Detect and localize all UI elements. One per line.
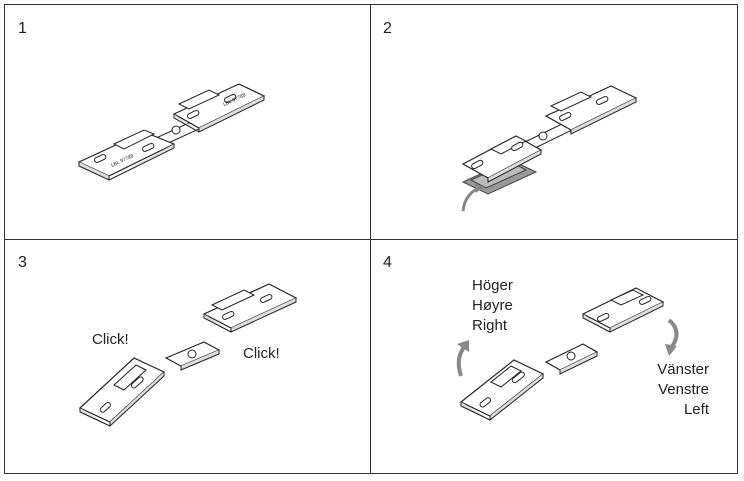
step-number: 3: [18, 254, 27, 271]
right-turn-sv: Höger: [472, 277, 513, 294]
left-turn-no: Venstre: [658, 381, 709, 398]
panel-step-2: 2: [371, 4, 738, 239]
assembled-mount-illustration: LBL 97788 LBL 97788: [77, 83, 266, 181]
step-number: 4: [383, 254, 392, 271]
step-number: 1: [18, 20, 27, 37]
right-turn-en: Right: [472, 317, 508, 334]
detaching-mount-illustration: [461, 85, 638, 212]
click-label-left: Click!: [92, 331, 129, 348]
right-turn-label: Höger Høyre Right: [472, 276, 513, 336]
right-turn-no: Høyre: [472, 297, 513, 314]
panel-step-3: 3 Click! Click!: [4, 240, 370, 474]
left-turn-sv: Vänster: [657, 361, 709, 378]
click-label-right: Click!: [243, 345, 280, 362]
panel-step-1: 1 LBL 97788 LBL 97788: [4, 4, 370, 239]
left-turn-label: Vänster Venstre Left: [651, 360, 709, 420]
separated-parts-illustration: [78, 283, 298, 428]
grid-divider-horizontal: [4, 239, 738, 240]
step-number: 2: [383, 20, 392, 37]
reversed-mount-illustration: [456, 287, 679, 422]
panel-step-4: 4 Höger Høyre Right Vänster Venstre Left: [371, 240, 738, 474]
left-turn-en: Left: [683, 401, 709, 418]
